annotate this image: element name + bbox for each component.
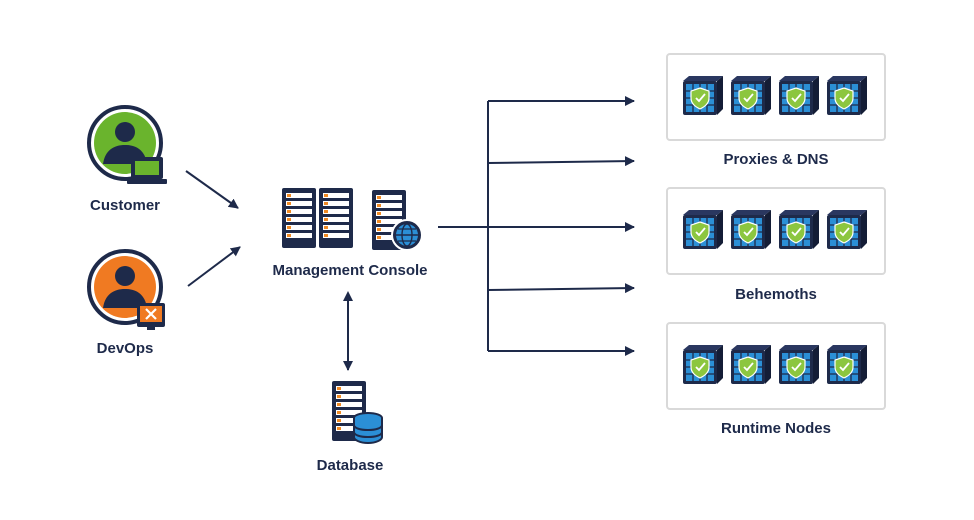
laptop-icon <box>127 157 167 184</box>
cluster-box-proxies <box>666 53 886 141</box>
customer-label: Customer <box>89 197 160 214</box>
arrow-to-proxies-2 <box>487 156 635 167</box>
database-label: Database <box>316 457 384 474</box>
cluster-label-proxies: Proxies & DNS <box>723 151 829 168</box>
cluster-box-runtime <box>666 322 886 410</box>
cluster-box-behemoths <box>666 187 886 275</box>
cluster-label-runtime: Runtime Nodes <box>720 420 831 437</box>
cluster-label-behemoths: Behemoths <box>735 286 817 303</box>
database-icon <box>332 381 383 445</box>
globe-icon <box>391 219 423 251</box>
arrow-devops-to-console <box>187 246 241 287</box>
server-rack-icon <box>282 188 406 250</box>
monitor-x-icon <box>137 303 165 330</box>
management-console-label: Management Console <box>272 262 428 279</box>
arrow-to-behemoths <box>487 283 635 294</box>
arrow-customer-to-console <box>185 170 239 209</box>
devops-label: DevOps <box>96 340 154 357</box>
